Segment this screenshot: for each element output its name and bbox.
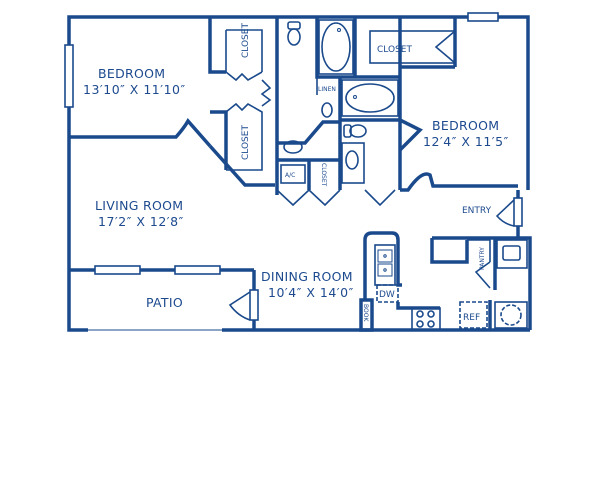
dishwasher [376,284,399,303]
kitchen-sink-icon [377,249,393,277]
bookshelf-label: BOOK [362,304,369,322]
pantry-label: PANTRY [479,247,486,270]
bedroom-2-dimensions: 12′4″ X 11′5″ [423,134,509,149]
window-left-bedroom [64,44,74,108]
entry-label: ENTRY [462,206,492,216]
bathroom-hall: LINEN A/C CLOSET [275,17,402,207]
living-room-name: LIVING ROOM [95,198,183,213]
bedroom-1 [69,17,275,187]
toilet-2-icon [343,124,367,138]
closet-top-right-label: CLOSET [377,45,412,55]
patio-name: PATIO [146,295,183,310]
bedroom-1-name: BEDROOM [98,66,165,81]
living-room-dimensions: 17′2″ X 12′8″ [98,214,184,229]
window-living-2 [174,265,221,275]
kitchen: DW BOOK REF PANTRY [359,231,528,332]
refrigerator-label: REF [463,313,480,323]
bedroom-2-name: BEDROOM [432,118,499,133]
window-right-bedroom [467,12,499,22]
entry-door [495,197,523,227]
stove-icon [411,307,441,331]
dishwasher-label: DW [379,290,395,300]
linen-label: LINEN [318,86,336,93]
room-labels: BEDROOM 13′10″ X 11′10″ CLOSET CLOSET CL… [83,23,509,310]
closet-mid-left-label: CLOSET [241,125,251,160]
bathtub-2-icon [341,79,399,117]
ac-unit [280,164,306,184]
bathtub-icon [318,19,354,75]
window-living-1 [94,265,141,275]
water-heater [500,304,522,326]
bedroom-2 [369,17,518,192]
ac-label: A/C [285,172,295,179]
bedroom-1-dimensions: 13′10″ X 11′10″ [83,82,186,97]
dining-room-name: DINING ROOM [261,269,353,284]
patio-outline [67,270,259,332]
windows [64,12,499,275]
toilet-icon [287,21,301,46]
hall-closet-label: CLOSET [320,163,327,187]
closet-top-left-label: CLOSET [241,23,251,58]
dining-room-dimensions: 10′4″ X 14′0″ [268,285,354,300]
refrigerator [459,301,488,329]
